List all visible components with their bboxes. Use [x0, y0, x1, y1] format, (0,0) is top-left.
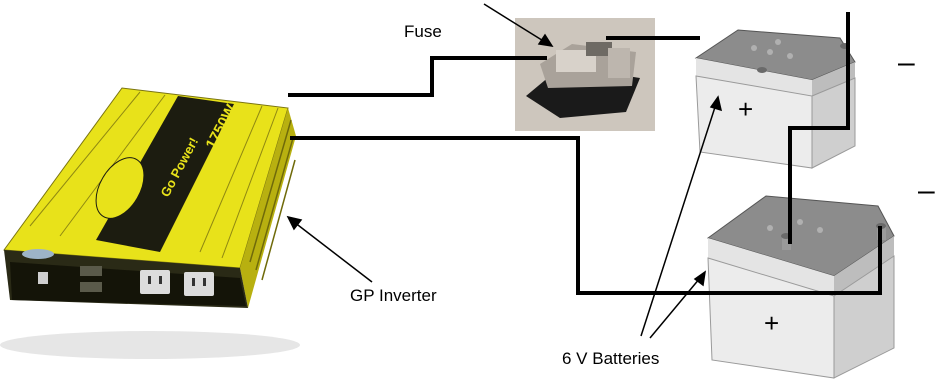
inverter-label: GP Inverter	[350, 286, 437, 305]
top-battery-image	[694, 29, 856, 169]
fuse-label: Fuse	[404, 22, 442, 41]
annotation-arrows	[286, 3, 723, 339]
wiring	[288, 12, 882, 295]
top-battery-positive-sign: +	[738, 94, 754, 124]
wire-inverter-to-fuse	[288, 56, 547, 97]
top-battery-negative-sign: –	[898, 46, 915, 79]
inverter-image: Go Power! 1750W	[0, 87, 300, 359]
wire-battery-series	[788, 12, 850, 244]
wire-inverter-negative	[290, 136, 882, 295]
bottom-battery-positive-sign: +	[764, 308, 780, 338]
bottom-battery-image	[706, 195, 895, 379]
fuse-image	[515, 18, 655, 131]
bottom-battery-negative-sign: –	[918, 174, 935, 207]
batteries-label: 6 V Batteries	[562, 349, 660, 368]
